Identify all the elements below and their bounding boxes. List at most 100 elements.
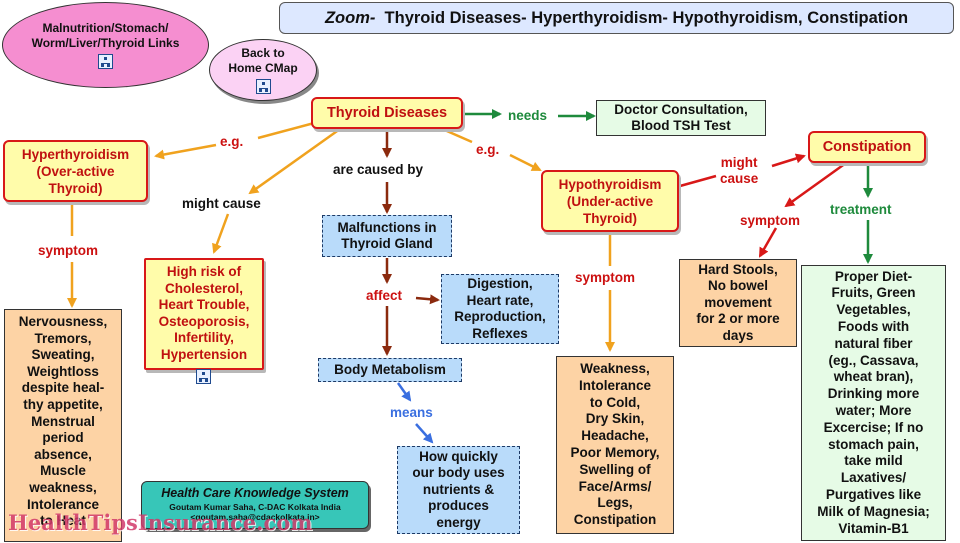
node-text: Blood TSH Test	[631, 118, 731, 133]
node-text: Poor Memory,	[570, 445, 660, 460]
node-text: Menstrual	[31, 413, 95, 429]
footer-email: <goutam.saha@cdackolkata.in>	[190, 512, 320, 522]
malnutrition-line-1: Malnutrition/Stomach/	[42, 21, 169, 35]
label-symptom-const: symptom	[740, 213, 801, 228]
edge-affect-to-digestion	[415, 294, 440, 305]
node-malfunctions[interactable]: Malfunctions in Thyroid Gland	[322, 215, 452, 257]
node-text: days	[722, 327, 754, 343]
node-text: Constipation	[573, 512, 657, 528]
node-text: Tremors,	[34, 330, 92, 346]
node-text: Malfunctions in	[337, 219, 437, 235]
node-high-risk[interactable]: High risk of Cholesterol, Heart Trouble,…	[144, 258, 264, 370]
node-text: Intolerance	[26, 496, 100, 512]
node-text: Heart rate,	[466, 292, 534, 308]
node-hyperthyroidism[interactable]: Hyperthyroidism (Over-active Thyroid)	[3, 140, 148, 202]
node-digestion[interactable]: Digestion, Heart rate, Reproduction, Ref…	[441, 274, 559, 344]
node-text: (Over-active	[36, 163, 115, 179]
title-bar: Zoom- Thyroid Diseases- Hyperthyroidism-…	[279, 2, 954, 34]
node-text: wheat bran),	[833, 369, 914, 385]
node-text: energy	[436, 514, 481, 530]
label-caused-by: are caused by	[333, 162, 424, 177]
node-text: Osteoporosis,	[158, 313, 250, 329]
node-text: Heart Trouble,	[158, 297, 250, 312]
node-hard-stools[interactable]: Hard Stools, No bowel movement for 2 or …	[679, 259, 797, 347]
back-home-line-2: Home CMap	[228, 61, 298, 75]
node-text: Vegetables,	[836, 302, 911, 318]
node-text: Dry Skin,	[585, 411, 645, 427]
node-how-quickly[interactable]: How quickly our body uses nutrients & pr…	[397, 446, 520, 534]
node-text: Thyroid)	[48, 180, 103, 196]
label-symptom-hypo: symptom	[575, 270, 636, 285]
watermark: HealthTipsInsurance.com	[8, 510, 313, 535]
node-text: natural fiber	[834, 335, 913, 351]
node-text: water; More	[835, 403, 912, 418]
malnutrition-link[interactable]: Malnutrition/Stomach/ Worm/Liver/Thyroid…	[2, 2, 209, 88]
node-hypothyroidism[interactable]: Hypothyroidism (Under-active Thyroid)	[541, 170, 679, 232]
edge-might-cause-to-constipation	[771, 153, 806, 168]
node-text: Sweating,	[31, 347, 95, 363]
node-text: Drinking more	[827, 386, 920, 402]
node-text: Proper Diet-	[834, 268, 913, 284]
edge-thyroid-to-eg-left	[257, 120, 319, 140]
node-text: No bowel	[708, 278, 768, 294]
footer-card: Health Care Knowledge System Goutam Kuma…	[141, 481, 369, 529]
node-text: Headache,	[581, 428, 649, 444]
node-text: to Heat	[40, 513, 86, 529]
label-eg-left: e.g.	[220, 134, 244, 149]
node-text: Excercise; If no	[823, 419, 924, 435]
node-thyroid-diseases[interactable]: Thyroid Diseases	[311, 97, 463, 129]
node-text: to Cold,	[589, 394, 641, 410]
node-hypo-symptoms[interactable]: Weakness, Intolerance to Cold, Dry Skin,…	[556, 356, 674, 534]
label-eg-right: e.g.	[476, 142, 500, 157]
node-text: Thyroid Gland	[341, 236, 433, 251]
footer-title: Health Care Knowledge System	[161, 486, 349, 500]
label-means: means	[390, 405, 433, 420]
node-text: produces	[428, 498, 489, 514]
node-text: Reproduction,	[454, 309, 546, 324]
node-text: Laxatives/	[840, 470, 907, 486]
label-symptom-hyper: symptom	[38, 243, 99, 258]
node-hyper-symptoms[interactable]: Nervousness, Tremors, Sweating, Weightlo…	[4, 309, 122, 542]
node-text: Doctor Consultation,	[614, 101, 748, 117]
node-text: Intolerance	[578, 377, 652, 393]
node-text: take mild	[844, 453, 903, 469]
node-text: How quickly	[419, 448, 498, 464]
node-text: Weightloss	[27, 363, 99, 379]
node-text: Thyroid)	[583, 210, 637, 226]
malnutrition-line-2: Worm/Liver/Thyroid Links	[31, 36, 180, 50]
node-text: High risk of	[166, 264, 242, 279]
node-text: Legs,	[597, 495, 633, 511]
edge-eg-left-to-hyper	[154, 143, 217, 160]
node-treatment[interactable]: Proper Diet- Fruits, Green Vegetables, F…	[801, 265, 946, 541]
node-body-metabolism[interactable]: Body Metabolism	[318, 358, 462, 382]
node-text: Hard Stools,	[698, 261, 778, 277]
edge-eg-right-to-hypo	[509, 153, 542, 172]
back-home-link[interactable]: Back to Home CMap	[209, 39, 317, 101]
page-title: Thyroid Diseases- Hyperthyroidism- Hypot…	[384, 8, 909, 27]
node-text: stomach pain,	[828, 436, 919, 452]
node-text: Face/Arms/	[578, 478, 652, 494]
node-text: Hypertension	[160, 346, 248, 362]
node-doctor-consultation[interactable]: Doctor Consultation, Blood TSH Test	[596, 100, 766, 136]
node-constipation[interactable]: Constipation	[808, 131, 926, 163]
edge-thyroid-to-might-cause	[248, 127, 341, 195]
node-text: Weakness,	[580, 361, 650, 377]
node-text: Milk of Magnesia;	[817, 503, 930, 519]
label-line: might	[720, 155, 758, 170]
node-text: nutrients &	[422, 481, 495, 497]
label-line: cause	[720, 171, 759, 186]
cmap-icon[interactable]	[255, 79, 271, 94]
cmap-icon[interactable]	[196, 369, 211, 384]
node-text: Fruits, Green	[831, 285, 916, 301]
cmap-icon[interactable]	[98, 54, 113, 69]
node-text: (Under-active	[566, 193, 654, 209]
node-thyroid-label: Thyroid Diseases	[326, 104, 448, 121]
label-treatment: treatment	[830, 202, 892, 217]
node-text: thy appetite,	[23, 396, 103, 412]
footer-author: Goutam Kumar Saha, C-DAC Kolkata India	[169, 502, 341, 512]
edge-constipation-to-symptom	[784, 161, 847, 208]
node-text: period	[42, 430, 84, 446]
node-text: Hyperthyroidism	[21, 146, 130, 162]
node-text: despite heal-	[21, 380, 105, 396]
node-text: weakness,	[29, 479, 97, 495]
